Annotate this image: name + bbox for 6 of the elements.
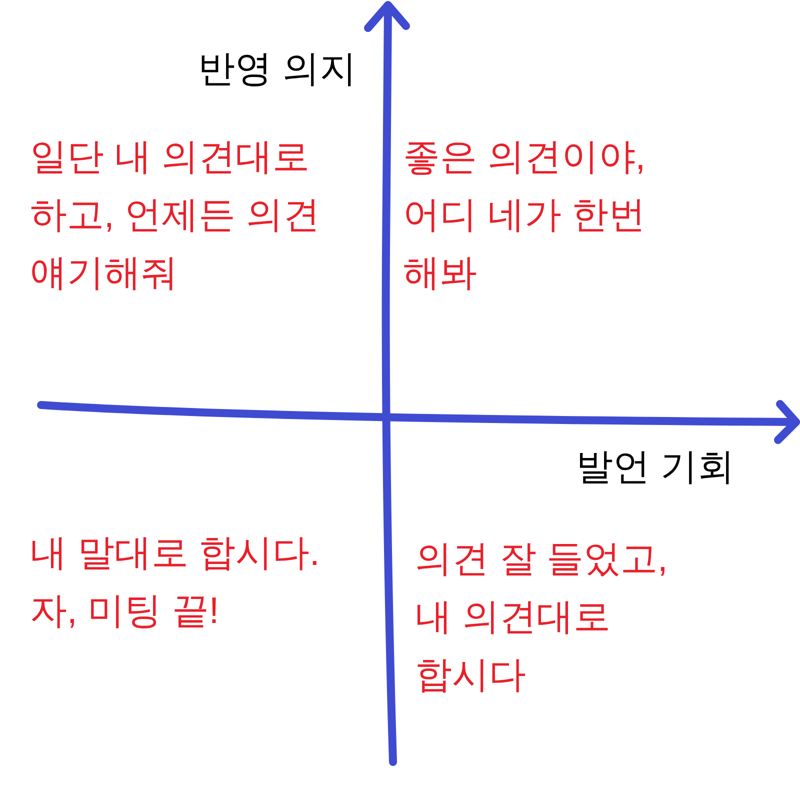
quadrant-note: 좋은 의견이야, 어디 네가 한번 해봐 bbox=[403, 135, 647, 295]
axis-label: 발언 기회 bbox=[576, 445, 736, 489]
quadrant-note: 내 말대로 합시다. 자, 미팅 끝! bbox=[30, 531, 321, 633]
quadrant-note: 일단 내 의견대로 하고, 언제든 의견 얘기해줘 bbox=[30, 135, 321, 295]
quadrant-note: 의견 잘 들었고, 내 의견대로 합시다 bbox=[415, 537, 669, 697]
axis-label: 반영 의지 bbox=[198, 47, 358, 91]
